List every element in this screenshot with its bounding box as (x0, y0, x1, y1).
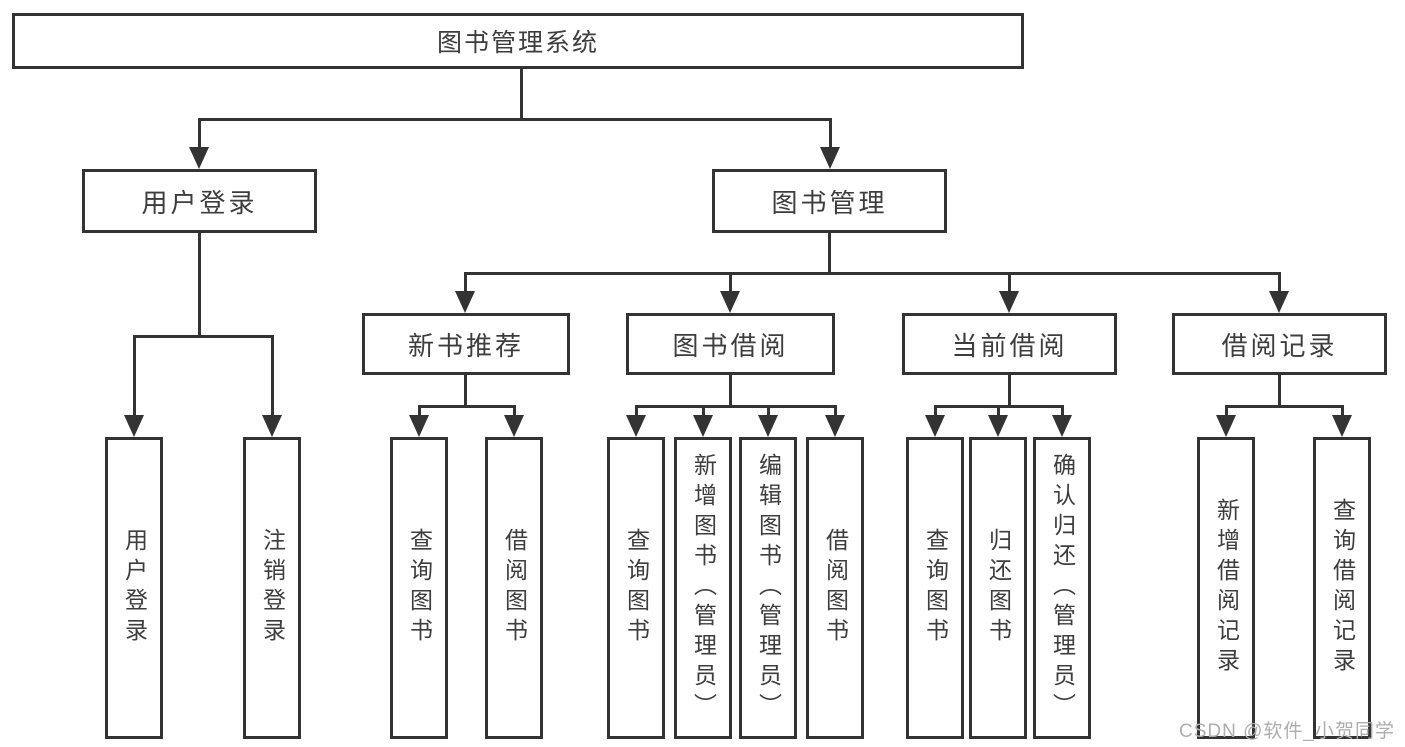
connector-br-stem (1278, 375, 1281, 408)
node-leaf-bb-query-books: 查询图书 (607, 437, 665, 739)
node-book-borrow: 图书借阅 (626, 313, 835, 375)
node-leaf-nbr-query-books-label: 查询图书 (406, 528, 433, 648)
node-leaf-cb-return-books-label: 归还图书 (985, 528, 1012, 648)
arrowhead-new-book-rec (455, 291, 475, 313)
node-leaf-cb-confirm-return-admin-label: 确认归还（管理员） (1049, 453, 1076, 723)
connector-userlogin-stem (198, 233, 201, 335)
connector-br-drop-2 (1341, 405, 1344, 417)
connector-cb-drop-1 (934, 405, 937, 417)
node-leaf-bb-borrow-books: 借阅图书 (806, 437, 864, 739)
node-leaf-cb-query-books-label: 查询图书 (922, 528, 949, 648)
arrowhead-bb-borrow (825, 415, 845, 437)
node-user-login-label: 用户登录 (141, 187, 258, 218)
connector-bb-bar (635, 405, 837, 408)
arrowhead-bb-add (693, 415, 713, 437)
node-leaf-br-query-record-label: 查询借阅记录 (1329, 498, 1356, 678)
arrowhead-bb-edit (758, 415, 778, 437)
node-new-book-rec: 新书推荐 (362, 313, 570, 375)
watermark-text: CSDN @软件_小贺同学 (1179, 721, 1395, 742)
arrowhead-cb-confirm (1052, 415, 1072, 437)
connector-bb-drop-1 (635, 405, 638, 417)
arrowhead-br-add (1216, 415, 1236, 437)
connector-root-stem (520, 69, 523, 118)
node-leaf-br-add-record-label: 新增借阅记录 (1213, 498, 1240, 678)
node-current-borrow: 当前借阅 (902, 313, 1117, 375)
node-current-borrow-label: 当前借阅 (951, 330, 1068, 361)
node-leaf-logout-label: 注销登录 (259, 528, 286, 648)
arrowhead-nbr-borrow (504, 415, 524, 437)
node-borrow-records: 借阅记录 (1172, 313, 1387, 375)
connector-bookmgmt-drop-3 (1008, 272, 1011, 293)
connector-root-drop-left (198, 118, 201, 150)
connector-bookmgmt-drop-1 (464, 272, 467, 293)
arrowhead-cb-return (988, 415, 1008, 437)
node-leaf-cb-confirm-return-admin: 确认归还（管理员） (1033, 437, 1091, 739)
node-leaf-bb-add-books-admin: 新增图书（管理员） (674, 437, 732, 739)
node-leaf-nbr-borrow-books: 借阅图书 (485, 437, 543, 739)
connector-bookmgmt-bar (464, 272, 1281, 275)
arrowhead-ul-login (124, 415, 144, 437)
arrowhead-user-login (189, 147, 209, 169)
connector-root-drop-right (829, 118, 832, 150)
connector-nbr-stem (464, 375, 467, 408)
arrowhead-book-borrow (720, 291, 740, 313)
arrowhead-cb-query (925, 415, 945, 437)
connector-cb-stem (1008, 375, 1011, 408)
node-library-system-label: 图书管理系统 (436, 29, 599, 57)
connector-cb-drop-3 (1061, 405, 1064, 417)
arrowhead-nbr-query (409, 415, 429, 437)
arrowhead-ul-logout (262, 415, 282, 437)
connector-userlogin-drop-2 (271, 335, 274, 417)
connector-bookmgmt-drop-2 (729, 272, 732, 293)
node-book-mgmt: 图书管理 (712, 169, 947, 233)
node-leaf-bb-borrow-books-label: 借阅图书 (822, 528, 849, 648)
connector-bookmgmt-drop-4 (1278, 272, 1281, 293)
connector-br-bar (1225, 405, 1344, 408)
node-leaf-bb-edit-books-admin: 编辑图书（管理员） (739, 437, 797, 739)
connector-userlogin-bar (133, 335, 274, 338)
node-user-login: 用户登录 (82, 169, 317, 233)
connector-bb-drop-2 (702, 405, 705, 417)
node-new-book-rec-label: 新书推荐 (407, 330, 524, 361)
connector-bb-stem (729, 375, 732, 408)
node-leaf-bb-edit-books-admin-label: 编辑图书（管理员） (755, 453, 782, 723)
node-leaf-cb-return-books: 归还图书 (969, 437, 1027, 739)
connector-nbr-drop-2 (513, 405, 516, 417)
node-leaf-cb-query-books: 查询图书 (906, 437, 964, 739)
node-leaf-bb-add-books-admin-label: 新增图书（管理员） (690, 453, 717, 723)
node-leaf-bb-query-books-label: 查询图书 (623, 528, 650, 648)
node-leaf-logout: 注销登录 (243, 437, 301, 739)
connector-bookmgmt-stem (828, 233, 831, 274)
connector-bb-drop-4 (834, 405, 837, 417)
arrowhead-br-query (1332, 415, 1352, 437)
connector-bb-drop-3 (767, 405, 770, 417)
node-leaf-nbr-query-books: 查询图书 (390, 437, 448, 739)
node-leaf-br-add-record: 新增借阅记录 (1197, 437, 1255, 739)
connector-br-drop-1 (1225, 405, 1228, 417)
connector-root-bar (198, 118, 832, 121)
arrowhead-book-mgmt (820, 147, 840, 169)
connector-nbr-bar (418, 405, 516, 408)
connector-cb-drop-2 (997, 405, 1000, 417)
arrowhead-bb-query (626, 415, 646, 437)
node-leaf-user-login: 用户登录 (105, 437, 163, 739)
node-library-system: 图书管理系统 (12, 13, 1024, 69)
connector-nbr-drop-1 (418, 405, 421, 417)
arrowhead-current-borrow (999, 291, 1019, 313)
arrowhead-borrow-records (1269, 291, 1289, 313)
node-book-mgmt-label: 图书管理 (771, 187, 888, 218)
node-leaf-user-login-label: 用户登录 (121, 528, 148, 648)
connector-userlogin-drop-1 (133, 335, 136, 417)
node-leaf-br-query-record: 查询借阅记录 (1313, 437, 1371, 739)
node-leaf-nbr-borrow-books-label: 借阅图书 (501, 528, 528, 648)
node-book-borrow-label: 图书借阅 (672, 330, 789, 361)
node-borrow-records-label: 借阅记录 (1221, 330, 1338, 361)
